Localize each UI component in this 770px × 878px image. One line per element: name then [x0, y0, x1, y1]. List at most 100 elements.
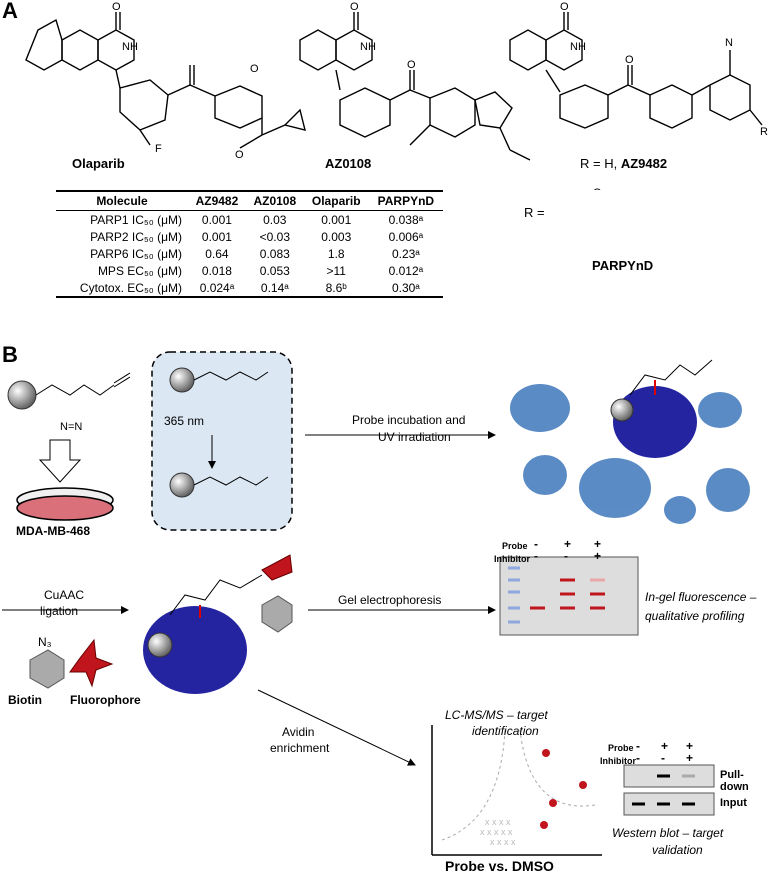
wb-inhib-2: - — [661, 751, 665, 765]
svg-text:O: O — [235, 149, 244, 161]
table-cell: 0.14ᵃ — [245, 279, 304, 298]
svg-text:x x x x: x x x x — [485, 817, 511, 827]
ingel-label-1: In-gel fluorescence – — [645, 590, 757, 604]
table-row: PARP6 IC₅₀ (μM) 0.64 0.083 1.8 0.23ᵃ — [56, 245, 443, 262]
table-cell: 0.001 — [201, 229, 232, 244]
table-cell: 0.024ᵃ — [188, 279, 246, 298]
gel-probe-2: + — [564, 537, 572, 551]
table-cell: 0.001 — [201, 212, 232, 227]
wavelength-label: 365 nm — [164, 414, 205, 428]
table-cell: 0.003 — [321, 229, 352, 244]
svg-text:O: O — [407, 59, 416, 71]
table-cell: <0.03 — [259, 229, 290, 244]
svg-text:N=N: N=N — [60, 421, 82, 433]
wb-inhibitor-label: Inhibitor — [600, 756, 636, 766]
table-header: AZ9482 — [188, 190, 246, 211]
svg-text:O: O — [350, 1, 359, 13]
azide-label: N₃ — [38, 635, 52, 649]
panel-label-b: B — [2, 342, 18, 367]
gel-inhib-3: + — [594, 549, 602, 563]
pulldown-label: Pull-down — [720, 769, 749, 793]
gel-probe-3: + — [594, 537, 602, 551]
svg-text:N: N — [725, 37, 733, 49]
cuaac-label: CuAAC — [44, 588, 85, 602]
table-cell: 0.018 — [201, 263, 232, 278]
row-label: Cytotox. EC₅₀ (μM) — [56, 279, 188, 298]
table-cell: 8.6ᵇ — [303, 279, 369, 298]
table-cell: 0.053 — [259, 263, 290, 278]
wb-probe-label: Probe — [608, 743, 634, 753]
lcms-label-2: identification — [472, 724, 539, 738]
olaparib-label: Olaparib — [72, 156, 125, 171]
step-uv-label: UV irradiation — [378, 430, 451, 444]
svg-text:x x x x x: x x x x x — [480, 827, 513, 837]
wb-probe-2: + — [661, 739, 669, 753]
table-cell: 0.23ᵃ — [391, 246, 420, 261]
input-label: Input — [720, 797, 747, 809]
wb-inhib-3: + — [686, 751, 694, 765]
ligation-label: ligation — [40, 604, 79, 618]
gel-probe-label: Probe — [502, 541, 528, 551]
row-label: MPS EC₅₀ (μM) — [97, 263, 182, 278]
az0108-label: AZ0108 — [325, 156, 372, 171]
svg-text:O: O — [250, 63, 259, 75]
wb-label-2: validation — [652, 843, 703, 857]
table-cell: 0.083 — [259, 246, 290, 261]
svg-text:NH: NH — [570, 41, 586, 53]
table-cell: 0.006ᵃ — [388, 229, 424, 244]
step-probe-label: Probe incubation and — [352, 413, 466, 427]
panel-label-a: A — [2, 0, 18, 23]
ingel-label-2: qualitative profiling — [645, 609, 745, 623]
table-row: PARP2 IC₅₀ (μM) 0.001 <0.03 0.003 0.006ᵃ — [56, 228, 443, 245]
table-cell: 0.038ᵃ — [388, 212, 424, 227]
table-cell: 0.64 — [205, 246, 229, 261]
lcms-label-1: LC-MS/MS – target — [445, 708, 548, 722]
gel-inhib-2: - — [564, 549, 568, 563]
row-label: PARP2 IC₅₀ (μM) — [90, 229, 182, 244]
wb-inhib-1: - — [636, 751, 640, 765]
svg-text:NH: NH — [122, 41, 138, 53]
workflow-diagram: N=N x x x x — [2, 351, 750, 856]
az9482-caption: R = H, AZ9482 — [580, 156, 668, 171]
svg-text:O: O — [625, 54, 634, 66]
row-label: PARP6 IC₅₀ (μM) — [90, 246, 182, 261]
cell-line-label: MDA-MB-468 — [16, 524, 91, 538]
gel-inhib-1: - — [534, 549, 538, 563]
table-row: PARP1 IC₅₀ (μM) 0.001 0.03 0.001 0.038ᵃ — [56, 211, 443, 229]
az9482-structure — [509, 12, 763, 129]
svg-text:O: O — [560, 1, 569, 13]
svg-text:x x x x: x x x x — [490, 837, 516, 847]
biotin-label: Biotin — [8, 693, 42, 707]
olaparib-structure — [25, 12, 306, 149]
table-cell: 0.001 — [321, 212, 352, 227]
gel-step-label: Gel electrophoresis — [338, 593, 442, 607]
az0108-structure — [299, 12, 531, 161]
table-cell: 1.8 — [327, 246, 345, 261]
wb-probe-1: - — [636, 739, 640, 753]
r-equals-label: R = — [524, 205, 545, 220]
enrichment-label: enrichment — [270, 741, 330, 755]
volcano-xlabel: Probe vs. DMSO — [445, 858, 554, 874]
wb-label-1: Western blot – target — [612, 826, 724, 840]
svg-text:O: O — [593, 187, 602, 190]
svg-text:F: F — [155, 143, 162, 155]
table-cell: 0.30ᵃ — [368, 279, 443, 298]
svg-text:O: O — [112, 1, 121, 13]
table-header: Olaparib — [303, 190, 369, 211]
table-header: AZ0108 — [245, 190, 304, 211]
parpynd-label: PARPYnD — [592, 258, 654, 273]
table-cell: 0.012ᵃ — [388, 263, 424, 278]
fluorophore-label: Fluorophore — [70, 693, 141, 707]
svg-text:R: R — [760, 126, 768, 138]
gel-probe-1: - — [534, 537, 538, 551]
table-header: Molecule — [56, 190, 188, 211]
row-label: PARP1 IC₅₀ (μM) — [90, 212, 182, 227]
gel-inhibitor-label: Inhibitor — [494, 554, 530, 564]
svg-text:NH: NH — [360, 41, 376, 53]
table-header: PARPYnD — [368, 190, 443, 211]
table-cell: 0.03 — [263, 212, 287, 227]
